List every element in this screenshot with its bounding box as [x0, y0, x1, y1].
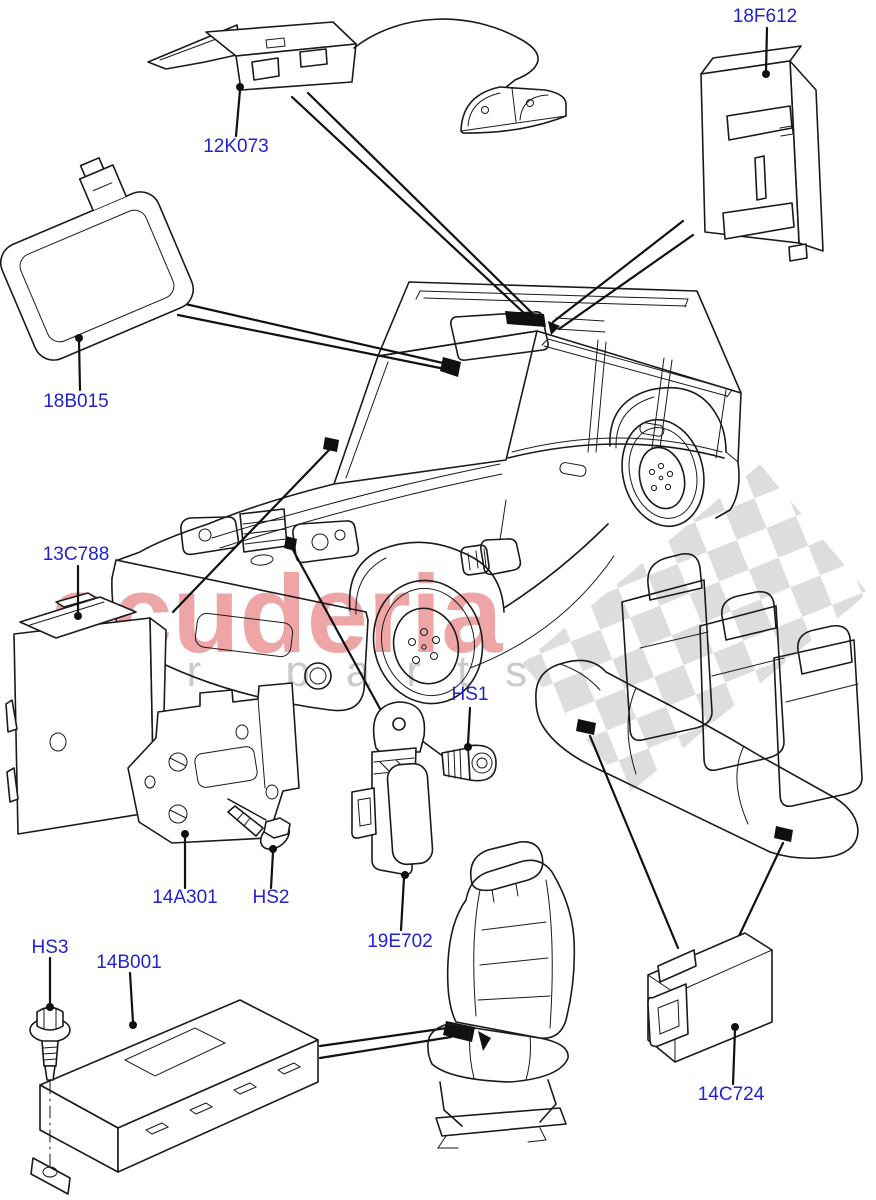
part-label-14c724[interactable]: 14C724: [698, 1084, 765, 1105]
seat-module-drawing: [647, 932, 773, 1063]
rear-wheel-lugs: [648, 462, 674, 492]
bracket-drawing: [127, 682, 300, 844]
part-label-hs1[interactable]: HS1: [452, 684, 489, 705]
part-label-13c788[interactable]: 13C788: [43, 544, 110, 565]
floor-module-drawing: [30, 999, 319, 1195]
rear-seat-drawing: [535, 552, 863, 860]
part-label-hs2[interactable]: HS2: [253, 887, 290, 908]
part-label-18f612[interactable]: 18F612: [733, 6, 797, 27]
part-label-12k073[interactable]: 12K073: [203, 136, 269, 157]
front-seat-drawing: [427, 840, 576, 1149]
overhead-module-drawing: [0, 157, 195, 361]
roof-pod-drawing: [460, 86, 567, 134]
part-labels: 12K073 18F612 18B015 13C788 HS1 14A301 H…: [32, 6, 798, 1105]
screw-hs3-drawing: [29, 1006, 71, 1169]
vehicle-illustration: [111, 281, 742, 712]
part-label-19e702[interactable]: 19E702: [367, 931, 433, 952]
part-label-14a301[interactable]: 14A301: [152, 887, 218, 908]
checkered-flag-watermark: [522, 464, 868, 793]
screw-hs2-drawing: [227, 798, 291, 850]
rear-module-drawing: [700, 45, 824, 262]
screw-hs1-drawing: [441, 744, 497, 782]
location-leader-lines: [171, 91, 785, 1060]
part-label-14b001[interactable]: 14B001: [96, 952, 162, 973]
front-wheel-lugs: [408, 628, 440, 664]
part-label-hs3[interactable]: HS3: [32, 937, 69, 958]
antenna-module-drawing: [147, 18, 567, 134]
sensor-drawing: [351, 701, 445, 876]
part-label-18b015[interactable]: 18B015: [43, 391, 109, 412]
